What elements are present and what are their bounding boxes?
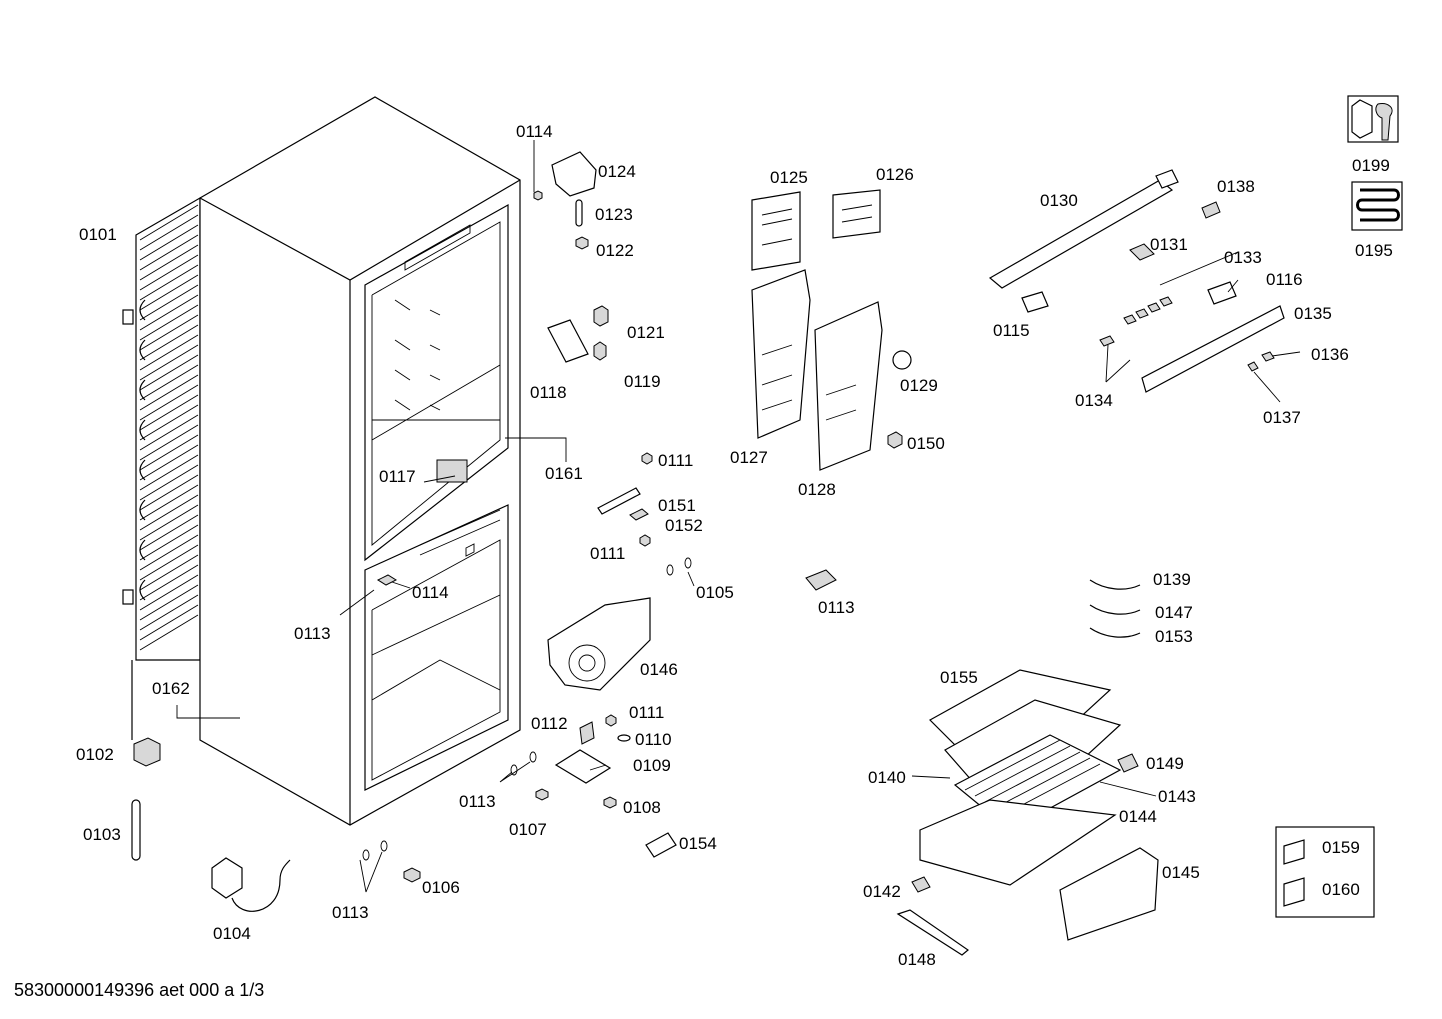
sensor-cables — [1089, 579, 1141, 638]
label-0114-b: 0114 — [412, 583, 449, 602]
label-0106: 0106 — [422, 878, 460, 897]
label-0140: 0140 — [868, 768, 906, 787]
label-0113-c: 0113 — [459, 792, 496, 811]
label-0195: 0195 — [1355, 241, 1393, 260]
label-0143: 0143 — [1158, 787, 1196, 806]
label-0139: 0139 — [1153, 570, 1191, 589]
heating-coil-icon — [1351, 181, 1403, 231]
accessory-box — [1275, 826, 1375, 918]
label-0129: 0129 — [900, 376, 938, 395]
label-0131: 0131 — [1150, 235, 1188, 254]
label-0113-a: 0113 — [294, 624, 331, 643]
label-0160: 0160 — [1322, 880, 1360, 899]
label-0116: 0116 — [1266, 270, 1303, 289]
label-0121: 0121 — [627, 323, 665, 342]
label-0147: 0147 — [1155, 603, 1193, 622]
label-0111-b: 0111 — [590, 544, 625, 563]
label-0144: 0144 — [1119, 807, 1157, 826]
label-0119: 0119 — [624, 372, 661, 391]
part-labels: 0101 0102 0103 0104 0105 0106 0107 0108 … — [76, 122, 1393, 969]
label-0154: 0154 — [679, 834, 717, 853]
label-0126: 0126 — [876, 165, 914, 184]
label-0150: 0150 — [907, 434, 945, 453]
label-0133: 0133 — [1224, 248, 1262, 267]
document-footer: 58300000149396 aet 000 a 1/3 — [14, 980, 265, 1000]
label-0155: 0155 — [940, 668, 978, 687]
label-0135: 0135 — [1294, 304, 1332, 323]
label-0125: 0125 — [770, 168, 808, 187]
label-0113-b: 0113 — [332, 903, 369, 922]
label-0136: 0136 — [1311, 345, 1349, 364]
leader-lines — [176, 140, 1301, 893]
label-0111-c: 0111 — [629, 703, 664, 722]
label-0124: 0124 — [598, 162, 636, 181]
label-0111-a: 0111 — [658, 451, 693, 470]
label-0110: 0110 — [635, 730, 672, 749]
label-0138: 0138 — [1217, 177, 1255, 196]
label-0134: 0134 — [1075, 391, 1113, 410]
label-0107: 0107 — [509, 820, 547, 839]
label-0101: 0101 — [79, 225, 117, 244]
label-0152: 0152 — [665, 516, 703, 535]
label-0117: 0117 — [379, 467, 416, 486]
condenser-coil — [122, 196, 201, 740]
cabinet-drawing — [122, 96, 521, 826]
label-0161: 0161 — [545, 464, 583, 483]
label-0149: 0149 — [1146, 754, 1184, 773]
label-0199: 0199 — [1352, 156, 1390, 175]
label-0146: 0146 — [640, 660, 678, 679]
label-0103: 0103 — [83, 825, 121, 844]
label-0114-a: 0114 — [516, 122, 553, 141]
label-0112: 0112 — [531, 714, 568, 733]
label-0122: 0122 — [596, 241, 634, 260]
label-0105: 0105 — [696, 583, 734, 602]
label-0151: 0151 — [658, 496, 696, 515]
label-0115: 0115 — [993, 321, 1030, 340]
control-panels — [751, 189, 912, 471]
label-0109: 0109 — [633, 756, 671, 775]
label-0145: 0145 — [1162, 863, 1200, 882]
label-0153: 0153 — [1155, 627, 1193, 646]
label-0142: 0142 — [863, 882, 901, 901]
label-0123: 0123 — [595, 205, 633, 224]
label-0130: 0130 — [1040, 191, 1078, 210]
label-0137: 0137 — [1263, 408, 1301, 427]
label-0113-d: 0113 — [818, 598, 855, 617]
label-0128: 0128 — [798, 480, 836, 499]
small-parts — [131, 151, 692, 912]
evaporator-assembly — [896, 669, 1159, 956]
label-0148: 0148 — [898, 950, 936, 969]
wrench-nut-icon — [1347, 95, 1399, 143]
label-0159: 0159 — [1322, 838, 1360, 857]
label-0127: 0127 — [730, 448, 768, 467]
label-0104: 0104 — [213, 924, 251, 943]
label-0102: 0102 — [76, 745, 114, 764]
label-0118: 0118 — [530, 383, 567, 402]
label-0108: 0108 — [623, 798, 661, 817]
electronics — [805, 169, 1285, 591]
label-0162: 0162 — [152, 679, 190, 698]
